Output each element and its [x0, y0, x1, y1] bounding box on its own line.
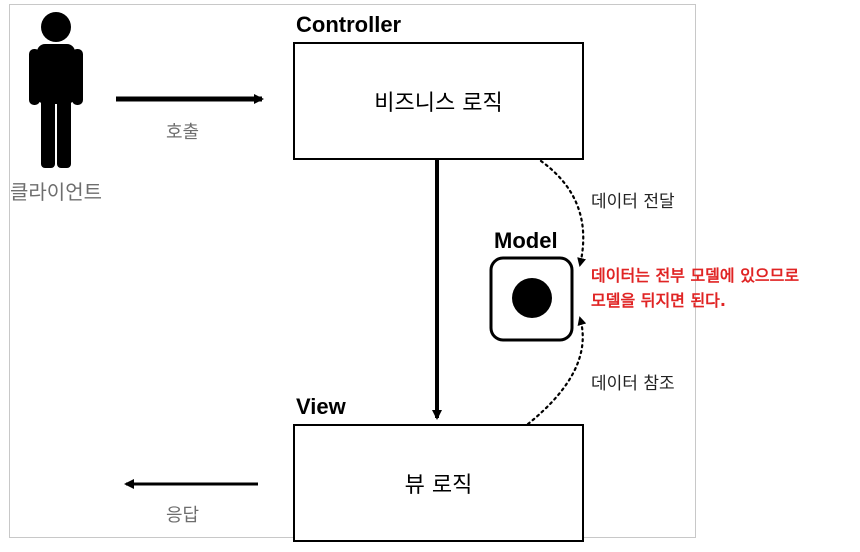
controller-title: Controller: [296, 12, 402, 37]
model-note-line2: 모델을 뒤지면 된다.: [591, 291, 726, 310]
client-person-icon: [29, 12, 83, 168]
model-title: Model: [494, 228, 558, 253]
response-label: 응답: [166, 505, 200, 526]
view-body-label: 뷰 로직: [404, 473, 473, 498]
model-data-icon: [512, 278, 552, 318]
data-transfer-label: 데이터 전달: [591, 192, 675, 212]
data-reference-label: 데이터 참조: [591, 374, 675, 394]
data-reference-arrow: [526, 316, 587, 426]
controller-body-label: 비즈니스 로직: [374, 91, 503, 116]
call-label: 호출: [166, 122, 200, 143]
model-note-line1: 데이터는 전부 모델에 있으므로: [591, 266, 800, 285]
view-title: View: [296, 394, 346, 419]
model-note: 데이터는 전부 모델에 있으므로 모델을 뒤지면 된다.: [591, 263, 799, 313]
data-transfer-arrow: [539, 159, 586, 267]
client-label: 클라이언트: [10, 180, 102, 204]
view-box: 뷰 로직: [293, 424, 584, 542]
controller-box: 비즈니스 로직: [293, 42, 584, 160]
